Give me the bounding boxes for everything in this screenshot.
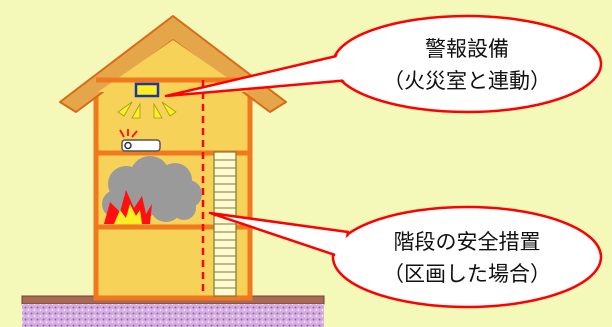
callout-alarm-line1: 警報設備 <box>425 37 509 61</box>
callout-alarm: 警報設備 （火災室と連動） <box>164 14 603 114</box>
callout-stairs-line1: 階段の安全措置 <box>394 230 541 254</box>
ground <box>21 295 325 327</box>
callout-stairs: 階段の安全措置 （区画した場合） <box>208 205 603 309</box>
smoke-detector-icon <box>119 129 161 152</box>
staircase-icon <box>213 151 237 297</box>
callout-alarm-line2: （火災室と連動） <box>383 69 551 93</box>
house <box>59 15 287 301</box>
alarm-device-icon <box>117 82 177 119</box>
fire-icon <box>104 190 152 224</box>
callout-stairs-line2: （区画した場合） <box>383 262 551 286</box>
roof <box>59 15 287 113</box>
